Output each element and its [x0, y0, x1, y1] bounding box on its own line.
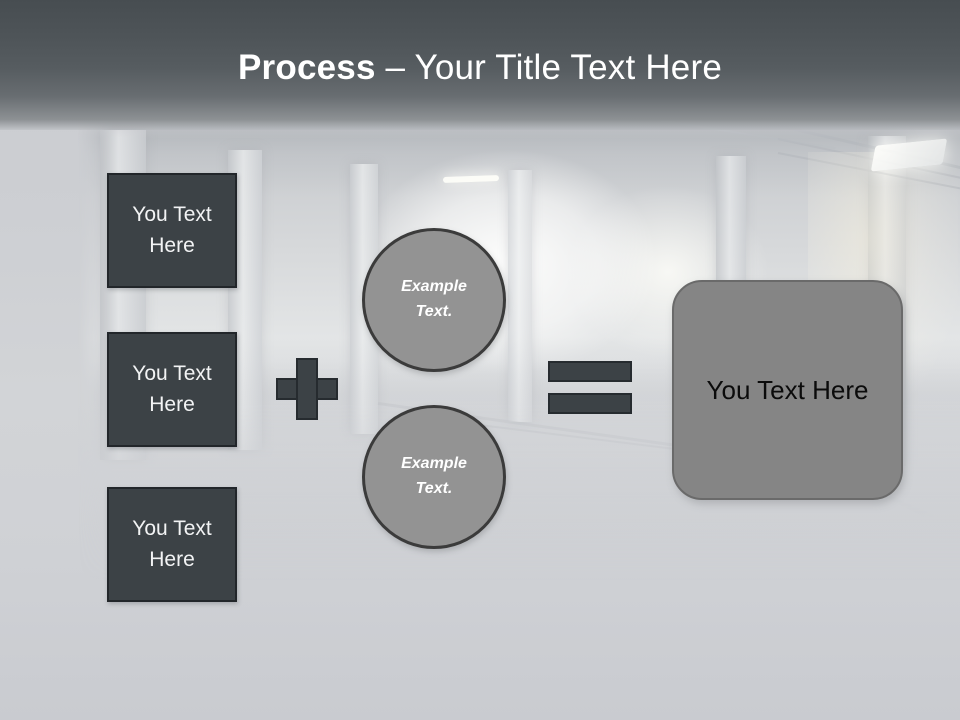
result-box[interactable]: You Text Here [672, 280, 903, 500]
equals-icon-top-bar [548, 361, 632, 382]
equals-icon [548, 361, 632, 414]
plus-icon-center-patch [298, 380, 316, 398]
equals-icon-bottom-bar [548, 393, 632, 414]
page-title-emphasis: Process [238, 48, 376, 87]
page-title-rest: – Your Title Text Here [375, 48, 722, 87]
title-band: Process – Your Title Text Here [0, 0, 960, 130]
plus-icon [276, 358, 338, 420]
page-title: Process – Your Title Text Here [0, 0, 960, 87]
